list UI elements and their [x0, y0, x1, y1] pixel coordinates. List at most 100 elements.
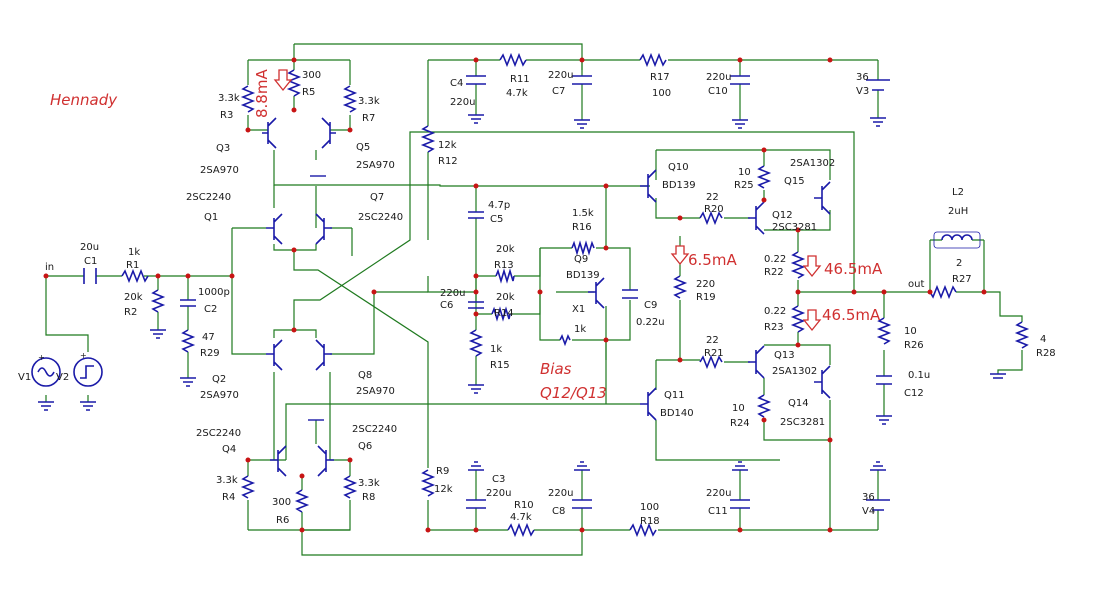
- q8-part: 2SA970: [356, 386, 395, 397]
- r18-ref: R18: [640, 516, 660, 527]
- v3-value: 36: [856, 72, 869, 83]
- grounds: [38, 114, 1006, 471]
- current-arrows: [273, 69, 822, 332]
- q14-ref: Q14: [788, 398, 809, 409]
- c11-ref: C11: [708, 506, 728, 517]
- r28-ref: R28: [1036, 348, 1056, 359]
- x1-value: 1k: [574, 324, 586, 335]
- r13-value: 20k: [496, 244, 515, 255]
- r3-value: 3.3k: [218, 93, 240, 104]
- c6-ref: C6: [440, 300, 453, 311]
- r15-value: 1k: [490, 344, 502, 355]
- r26-value: 10: [904, 326, 917, 337]
- r15-ref: R15: [490, 360, 510, 371]
- author-note: Hennady: [50, 91, 118, 109]
- r28-value: 4: [1040, 334, 1046, 345]
- c11-value: 220u: [706, 488, 731, 499]
- r9-ref: R9: [436, 466, 449, 477]
- labels: Hennady 8.8mA 6.5mA 46.5mA 46.5mA Bias Q…: [18, 69, 1056, 527]
- r18-value: 100: [640, 502, 659, 513]
- l2-ref: L2: [952, 187, 964, 198]
- v2-ref: V2: [56, 372, 69, 383]
- transistors: [262, 117, 831, 477]
- c8-value: 220u: [548, 488, 573, 499]
- l2-value: 2uH: [948, 206, 968, 217]
- c12-ref: C12: [904, 388, 924, 399]
- q2-part: 2SA970: [200, 390, 239, 401]
- r7-ref: R7: [362, 113, 375, 124]
- q6-ref: Q6: [358, 441, 372, 452]
- r27-value: 2: [956, 258, 962, 269]
- r20-ref: R20: [704, 204, 724, 215]
- r10-value: 4.7k: [510, 512, 532, 523]
- r24-ref: R24: [730, 418, 750, 429]
- r25-value: 10: [738, 167, 751, 178]
- inductor: [933, 231, 981, 249]
- c3-ref: C3: [492, 474, 505, 485]
- current-label-driver: 6.5mA: [688, 251, 737, 269]
- r1-value: 1k: [128, 247, 140, 258]
- c7-value: 220u: [548, 70, 573, 81]
- c6-value: 220u: [440, 288, 465, 299]
- capacitors: [83, 75, 892, 509]
- r12-ref: R12: [438, 156, 458, 167]
- r3-ref: R3: [220, 110, 233, 121]
- c8-ref: C8: [552, 506, 565, 517]
- r6-ref: R6: [276, 515, 289, 526]
- q12-part: 2SC3281: [772, 222, 817, 233]
- q8-ref: Q8: [358, 370, 372, 381]
- r14-ref: R14: [494, 308, 514, 319]
- x1-ref: X1: [572, 304, 585, 315]
- q5-ref: Q5: [356, 142, 370, 153]
- r2-value: 20k: [124, 292, 143, 303]
- c1-value: 20u: [80, 242, 99, 253]
- r17-value: 100: [652, 88, 671, 99]
- q3-part: 2SA970: [200, 165, 239, 176]
- q14-part: 2SC3281: [780, 417, 825, 428]
- q15-part: 2SA1302: [790, 158, 835, 169]
- r19-ref: R19: [696, 292, 716, 303]
- q4-ref: Q4: [222, 444, 236, 455]
- resistors: [121, 52, 1030, 538]
- q7-ref: Q7: [370, 192, 384, 203]
- q15-ref: Q15: [784, 176, 805, 187]
- r12-value: 12k: [438, 140, 457, 151]
- r8-value: 3.3k: [358, 478, 380, 489]
- q2-ref: Q2: [212, 374, 226, 385]
- r26-ref: R26: [904, 340, 924, 351]
- q6-part: 2SC2240: [352, 424, 397, 435]
- r4-value: 3.3k: [216, 475, 238, 486]
- v1-ref: V1: [18, 372, 31, 383]
- r25-ref: R25: [734, 180, 754, 191]
- r23-ref: R23: [764, 322, 784, 333]
- r20-value: 22: [706, 192, 719, 203]
- q10-part: BD139: [662, 180, 696, 191]
- r17-ref: R17: [650, 72, 670, 83]
- c1-ref: C1: [84, 256, 97, 267]
- q1-part: 2SC2240: [186, 192, 231, 203]
- v4-value: 36: [862, 492, 875, 503]
- junctions: [43, 57, 987, 533]
- r22-value: 0.22: [764, 254, 786, 265]
- r11-ref: R11: [510, 74, 530, 85]
- q10-ref: Q10: [668, 162, 689, 173]
- r1-ref: R1: [126, 260, 139, 271]
- r2-ref: R2: [124, 307, 137, 318]
- c9-ref: C9: [644, 300, 657, 311]
- c2-ref: C2: [204, 304, 217, 315]
- r22-ref: R22: [764, 267, 784, 278]
- r21-value: 22: [706, 335, 719, 346]
- q5-part: 2SA970: [356, 160, 395, 171]
- current-label-diff: 8.8mA: [253, 69, 271, 118]
- v2-plus: +: [80, 351, 87, 360]
- r24-value: 10: [732, 403, 745, 414]
- r19-value: 220: [696, 279, 715, 290]
- r6-value: 300: [272, 497, 291, 508]
- c10-value: 220u: [706, 72, 731, 83]
- q9-part: BD139: [566, 270, 600, 281]
- current-label-out-bottom: 46.5mA: [822, 306, 881, 324]
- net-out: out: [908, 279, 924, 290]
- r29-value: 47: [202, 332, 215, 343]
